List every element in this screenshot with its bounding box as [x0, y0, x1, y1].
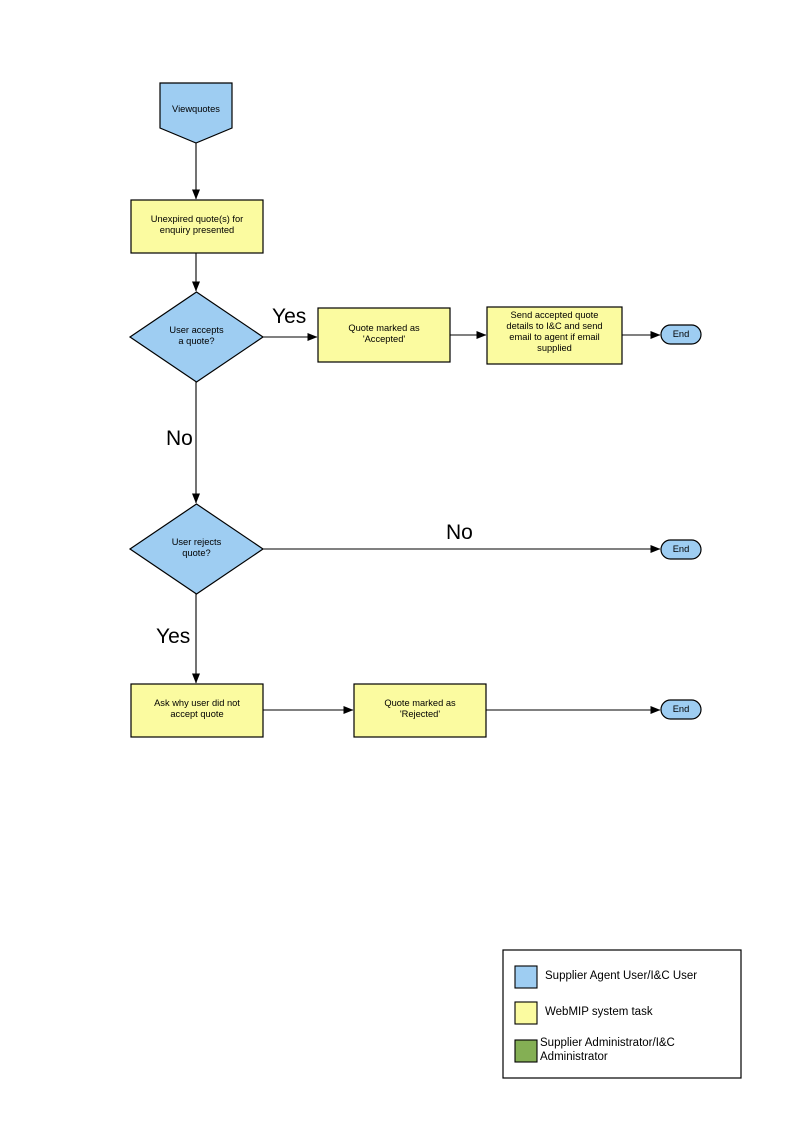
- node-task-ask-why-not-accepted[interactable]: [130, 683, 264, 738]
- legend-item-label-supplier-administrator: Supplier Administrator/I&C Administrator: [540, 1037, 675, 1064]
- legend-swatch-webmip-system: [514, 1001, 538, 1025]
- node-start-viewquotes[interactable]: [159, 82, 233, 144]
- node-end-2[interactable]: [660, 539, 702, 560]
- legend-swatch-supplier-agent: [514, 965, 538, 989]
- node-task-send-accepted-details[interactable]: [486, 306, 623, 365]
- node-end-1[interactable]: [660, 324, 702, 345]
- legend-box: [502, 949, 742, 1079]
- node-task-unexpired-quotes[interactable]: [130, 199, 264, 254]
- connector-layer: [192, 143, 661, 714]
- node-decision-user-accepts[interactable]: [128, 291, 265, 383]
- legend-item-label-supplier-agent: Supplier Agent User/I&C User: [545, 970, 698, 982]
- node-end-3[interactable]: [660, 699, 702, 720]
- legend-swatch-supplier-administrator: [514, 1039, 538, 1063]
- node-task-quote-rejected[interactable]: [353, 683, 487, 738]
- node-decision-user-rejects[interactable]: [128, 503, 265, 595]
- legend-item-label-webmip-system: WebMIP system task: [545, 1006, 653, 1018]
- node-task-quote-accepted[interactable]: [317, 307, 451, 363]
